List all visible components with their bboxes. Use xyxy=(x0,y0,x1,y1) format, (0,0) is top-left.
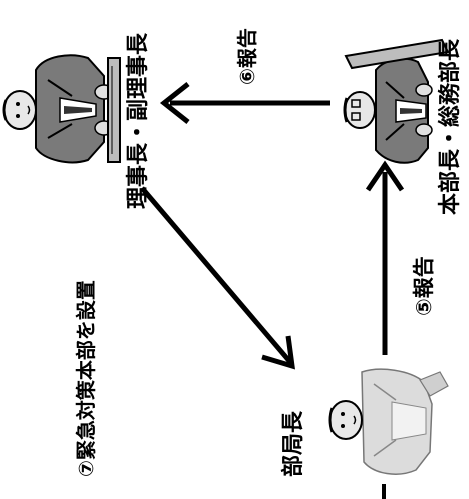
dept-head-figure xyxy=(328,368,449,475)
report-to-hq-label: ⑤報告 xyxy=(412,256,436,316)
hq-head-label: 本部長・総務部長 xyxy=(438,38,463,215)
report-to-chairman-label: ⑥報告 xyxy=(235,28,259,85)
arrow-report-to-chairman xyxy=(159,82,330,124)
hq-head-figure xyxy=(343,38,450,164)
chairman-label: 理事長・副理事長 xyxy=(126,32,151,209)
arrow-establish-hq xyxy=(140,186,295,370)
dept-head-label: 部局長 xyxy=(281,410,306,477)
establish-hq-label: ⑦緊急対策本部を設置 xyxy=(74,280,98,477)
chairman-figure xyxy=(2,54,121,164)
arrow-report-to-hq xyxy=(365,160,405,355)
